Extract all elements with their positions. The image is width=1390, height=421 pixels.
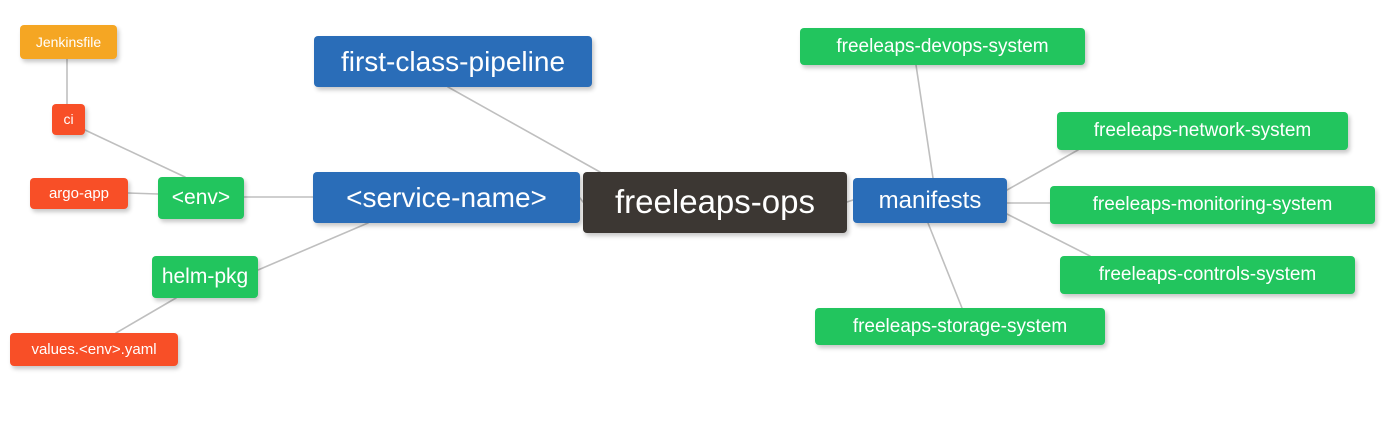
node-values-env-yaml[interactable]: values.<env>.yaml [10,333,178,366]
node-label-freeleaps-storage-system: freeleaps-storage-system [852,315,1068,337]
node-label-env: <env> [171,185,231,209]
node-service-name[interactable]: <service-name> [313,172,580,223]
node-jenkinsfile[interactable]: Jenkinsfile [20,25,117,59]
edge-manifests-to-freeleaps-network-system [1006,149,1079,191]
edge-env-to-argo-app [127,192,159,195]
node-ci[interactable]: ci [52,104,85,135]
edge-manifests-to-freeleaps-devops-system [915,64,934,179]
edge-manifests-to-freeleaps-storage-system [927,222,963,309]
node-label-jenkinsfile: Jenkinsfile [35,33,102,50]
node-label-freeleaps-devops-system: freeleaps-devops-system [836,35,1049,57]
node-freeleaps-network-system[interactable]: freeleaps-network-system [1057,112,1348,150]
node-label-freeleaps-network-system: freeleaps-network-system [1093,120,1312,142]
node-label-helm-pkg: helm-pkg [161,264,249,288]
edge-service-name-to-helm-pkg [257,222,369,271]
edge-helm-pkg-to-values-env-yaml [115,297,177,334]
node-manifests[interactable]: manifests [853,178,1007,223]
node-argo-app[interactable]: argo-app [30,178,128,209]
node-first-class-pipeline[interactable]: first-class-pipeline [314,36,592,87]
node-env[interactable]: <env> [158,177,244,219]
node-label-argo-app: argo-app [48,184,110,202]
node-label-manifests: manifests [878,186,982,214]
node-freeleaps-ops[interactable]: freeleaps-ops [583,172,847,233]
node-freeleaps-monitoring-system[interactable]: freeleaps-monitoring-system [1050,186,1375,224]
node-label-values-env-yaml: values.<env>.yaml [31,340,157,358]
node-label-ci: ci [63,111,74,128]
node-label-service-name: <service-name> [346,181,547,213]
node-label-first-class-pipeline: first-class-pipeline [340,45,566,77]
edge-env-to-ci [84,129,186,178]
node-label-freeleaps-controls-system: freeleaps-controls-system [1098,264,1317,286]
node-freeleaps-devops-system[interactable]: freeleaps-devops-system [800,28,1085,65]
node-freeleaps-controls-system[interactable]: freeleaps-controls-system [1060,256,1355,294]
node-label-freeleaps-ops: freeleaps-ops [615,183,815,221]
node-freeleaps-storage-system[interactable]: freeleaps-storage-system [815,308,1105,345]
node-helm-pkg[interactable]: helm-pkg [152,256,258,298]
node-label-freeleaps-monitoring-system: freeleaps-monitoring-system [1092,194,1333,216]
edge-freeleaps-ops-to-first-class-pipeline [447,86,601,173]
